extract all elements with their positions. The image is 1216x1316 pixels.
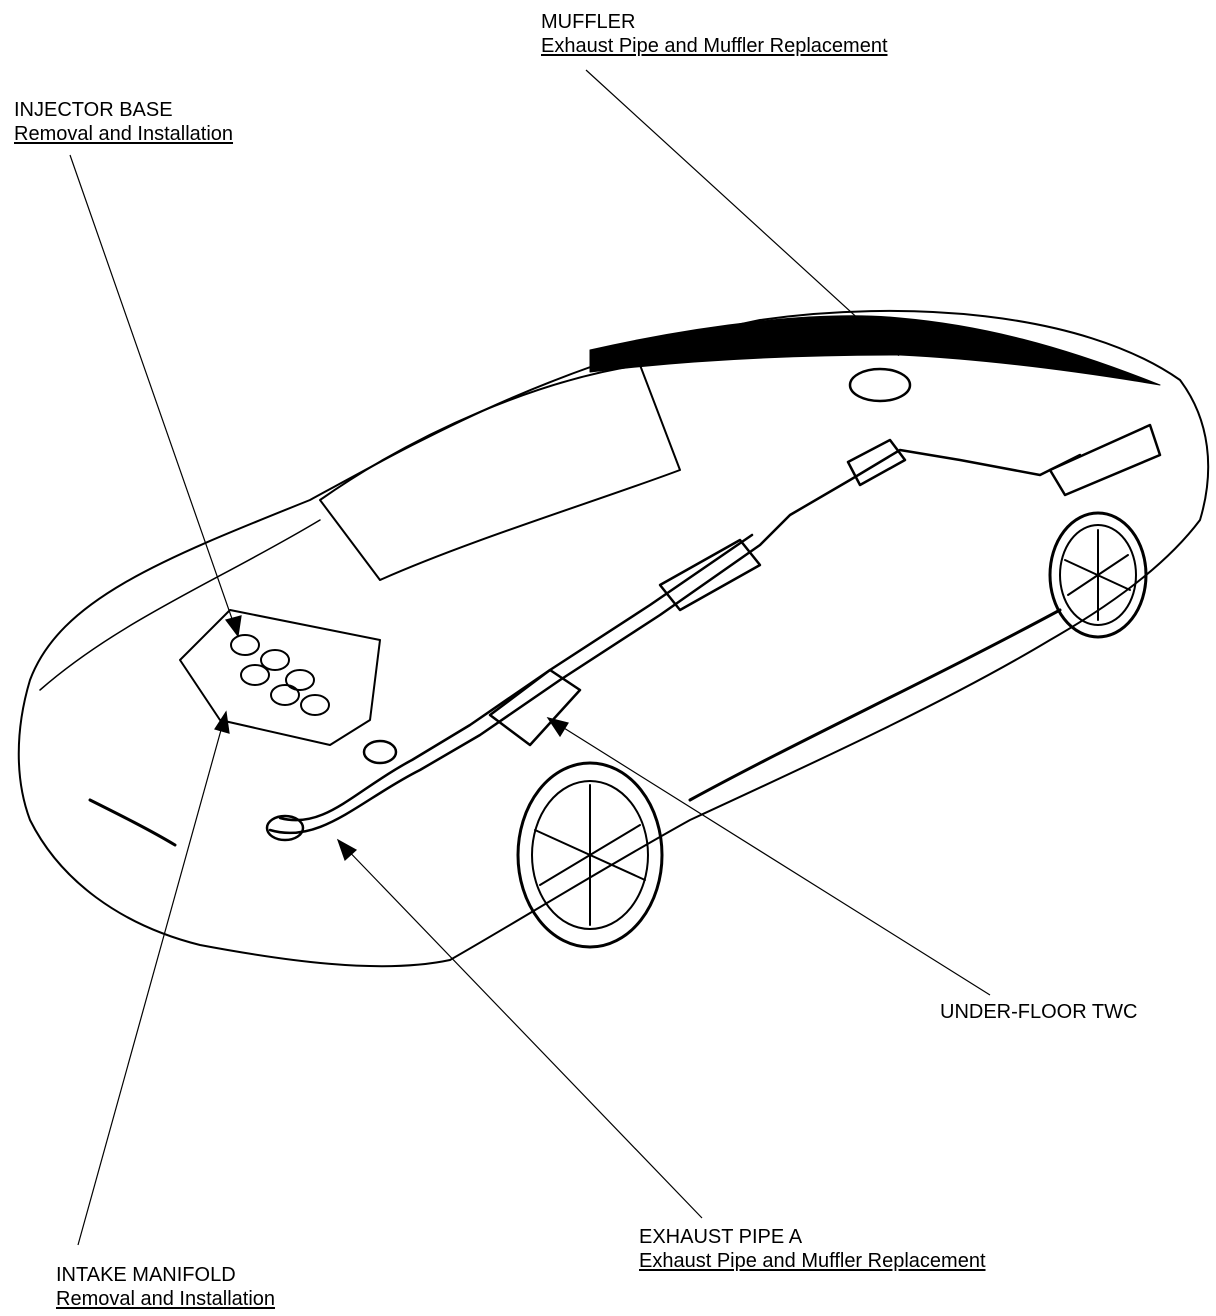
hood-line <box>39 519 321 691</box>
under-floor-twc-part <box>488 668 582 747</box>
rear-muffler <box>1048 423 1162 497</box>
exhaust-pipe-a-link[interactable]: Exhaust Pipe and Muffler Replacement <box>639 1250 986 1272</box>
intake-leader <box>77 711 227 1246</box>
front-wheel <box>516 761 664 949</box>
muffler-callout: MUFFLER Exhaust Pipe and Muffler Replace… <box>541 10 888 58</box>
intake-arrowhead <box>214 710 230 734</box>
under-floor-twc-title: UNDER-FLOOR TWC <box>940 1001 1138 1023</box>
muffler-arrowhead <box>876 335 900 357</box>
intake-manifold-link[interactable]: Removal and Installation <box>56 1288 276 1310</box>
car-body-outline <box>17 309 1210 968</box>
resonator <box>658 538 762 612</box>
intake-manifold-callout: INTAKE MANIFOLD Removal and Installation <box>56 1263 275 1311</box>
injector-base-title: INJECTOR BASE <box>14 99 173 121</box>
pipea-leader <box>337 839 703 1219</box>
muffler-link[interactable]: Exhaust Pipe and Muffler Replacement <box>541 35 888 57</box>
injector-arrowhead <box>224 615 242 638</box>
intake-manifold-part <box>179 609 381 746</box>
exhaust-pipe-a-title: EXHAUST PIPE A <box>639 1226 803 1248</box>
twc-leader <box>547 717 991 996</box>
injector-base-link[interactable]: Removal and Installation <box>14 123 234 145</box>
rear-wheel <box>1048 511 1148 639</box>
front-grille <box>88 798 177 847</box>
rear-window <box>589 315 1161 386</box>
pipea-arrowhead <box>336 838 358 862</box>
injector-base-callout: INJECTOR BASE Removal and Installation <box>14 98 233 146</box>
middle-muffler <box>846 438 907 487</box>
leader-lines <box>69 69 991 1246</box>
twc-arrowhead <box>546 717 569 738</box>
intake-manifold-title: INTAKE MANIFOLD <box>56 1264 236 1286</box>
muffler-leader <box>585 69 899 356</box>
exhaust-system <box>265 367 1162 842</box>
muffler-title: MUFFLER <box>541 11 636 33</box>
under-floor-twc-callout: UNDER-FLOOR TWC <box>940 1000 1137 1024</box>
injector-leader <box>69 154 239 637</box>
side-skirt <box>688 608 1062 802</box>
exhaust-pipe-a-callout: EXHAUST PIPE A Exhaust Pipe and Muffler … <box>639 1225 986 1273</box>
windshield <box>319 364 681 581</box>
